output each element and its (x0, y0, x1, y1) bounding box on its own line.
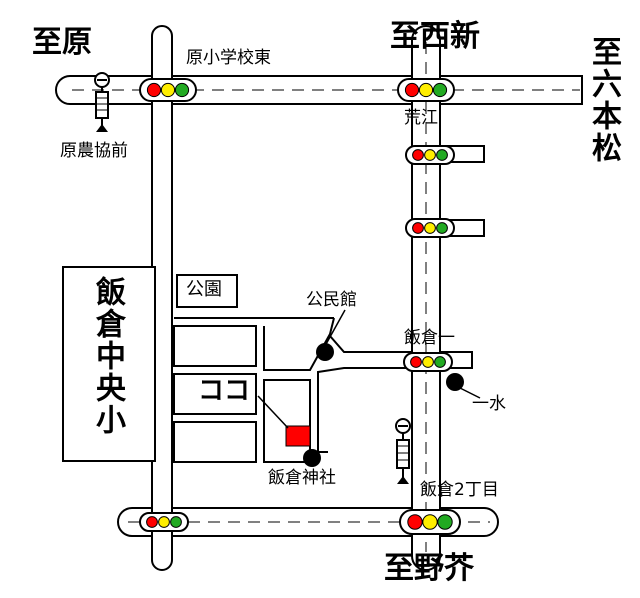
direction-nishishin: 至西新 (390, 19, 480, 54)
signal-lamp (174, 82, 190, 98)
block-a (173, 325, 257, 367)
signal-lamp (158, 516, 170, 528)
park-box (176, 274, 238, 308)
jinja-dot-icon (303, 449, 321, 467)
signal-lamp (436, 149, 448, 161)
signal-lamp (432, 82, 448, 98)
signal-lamp (422, 514, 438, 530)
signal-lamp (437, 514, 453, 530)
signal-lamp (404, 82, 420, 98)
label-destination: ココ (198, 376, 251, 406)
ichisui-pointer (459, 387, 481, 399)
traffic-light-icon (403, 352, 453, 372)
signal-lamp (170, 516, 182, 528)
block-d (263, 317, 335, 371)
label-iikura-jinja: 飯倉神社 (268, 468, 336, 488)
school-box (62, 266, 156, 462)
signal-lamp (418, 82, 434, 98)
label-ichisui: 一水 (472, 394, 506, 414)
block-e (263, 379, 311, 463)
signal-lamp (424, 149, 436, 161)
traffic-light-icon (139, 512, 189, 532)
signal-lamp (146, 516, 158, 528)
traffic-light-icon (405, 218, 455, 238)
signal-lamp (434, 356, 446, 368)
road-left (151, 25, 173, 571)
signal-lamp (407, 514, 423, 530)
park-label: 公園 (186, 279, 222, 300)
traffic-light-icon (139, 78, 197, 102)
kominkan-dot-icon (316, 343, 334, 361)
signal-lamp (146, 82, 162, 98)
traffic-light-icon (405, 145, 455, 165)
label-kominkan: 公民館 (306, 290, 357, 310)
signal-lamp (412, 222, 424, 234)
label-hara-shogakko-higashi: 原小学校東 (186, 48, 271, 68)
traffic-light-icon (399, 509, 461, 535)
direction-roppon: 至六本松 (586, 36, 621, 164)
signal-lamp (412, 149, 424, 161)
label-iikura-2chome: 飯倉2丁目 (420, 480, 499, 500)
traffic-light-icon (397, 78, 455, 102)
kominkan-pointer (324, 309, 346, 347)
road-kominkan (317, 335, 412, 453)
block-c (173, 421, 257, 463)
signal-lamp (160, 82, 176, 98)
ichisui-dot-icon (446, 373, 464, 391)
signal-lamp (422, 356, 434, 368)
school-label: 飯倉中央小 (90, 276, 125, 436)
signal-lamp (410, 356, 422, 368)
destination-marker (285, 425, 311, 447)
bus-stop-icon (94, 72, 110, 132)
direction-noke: 至野芥 (384, 551, 474, 586)
label-iikura-ichi: 飯倉一 (404, 328, 455, 348)
destination-pointer (257, 395, 289, 429)
block-b (173, 373, 257, 415)
label-arae: 荒江 (404, 108, 438, 128)
label-hara-nokyo-mae: 原農協前 (60, 141, 128, 161)
direction-hara: 至原 (32, 25, 92, 60)
signal-lamp (436, 222, 448, 234)
bus-stop-icon (395, 418, 411, 484)
signal-lamp (424, 222, 436, 234)
